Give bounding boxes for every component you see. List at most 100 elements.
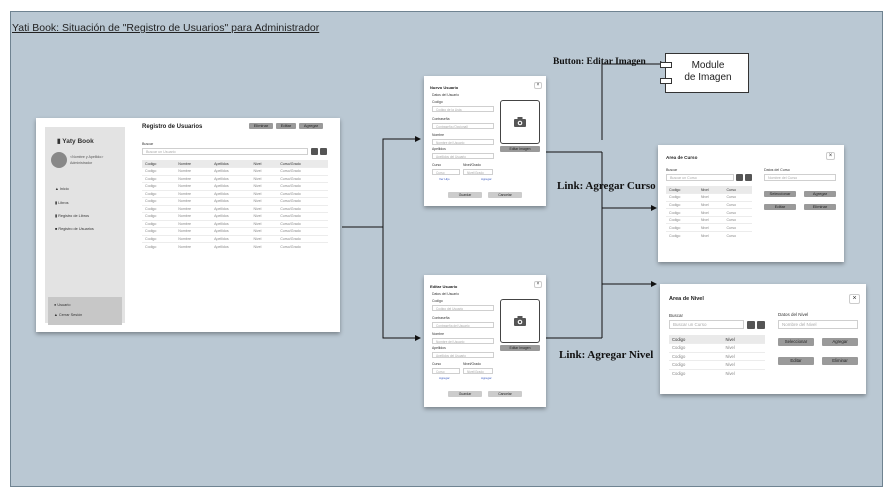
- editar-button[interactable]: Editar: [276, 123, 296, 129]
- field-input[interactable]: Codigo del Usuario: [432, 305, 494, 311]
- editar-imagen-button[interactable]: Editar Imagen: [500, 345, 540, 351]
- table-cell: Nivel: [250, 234, 278, 243]
- guardar-button[interactable]: Guardar: [448, 391, 482, 397]
- agregar-link[interactable]: Agregar: [481, 177, 492, 181]
- table-cell: Codigo: [666, 215, 698, 224]
- sidebar-item-usuario[interactable]: ● Usuario: [54, 303, 70, 307]
- search-input[interactable]: Buscar un Curso: [666, 174, 734, 181]
- curso-select[interactable]: Curso: [432, 368, 460, 374]
- field-input[interactable]: Contraseña del Usuario: [432, 322, 494, 328]
- eliminar-button[interactable]: Eliminar: [822, 357, 858, 365]
- clear-button[interactable]: [320, 148, 327, 155]
- sidebar-item-1[interactable]: ▮ Libros: [55, 200, 69, 205]
- table-cell: Curso/Grado: [277, 212, 328, 220]
- nivel-name-field[interactable]: Nombre del Nivel: [778, 320, 858, 329]
- table-cell: Nivel: [250, 189, 278, 198]
- nivel-select[interactable]: Nivel/Grado: [463, 169, 493, 175]
- agregar-button[interactable]: Agregar: [299, 123, 323, 129]
- agregar-button[interactable]: Agregar: [804, 191, 836, 197]
- field-label: Nombre: [432, 133, 445, 137]
- table-cell: Curso/Grado: [277, 189, 328, 198]
- table-cell: Curso/Grado: [277, 204, 328, 213]
- cancelar-button[interactable]: Cancelar: [488, 192, 522, 198]
- table-cell: Nombre: [175, 219, 212, 228]
- sidebar-item-0[interactable]: ▲ Inicio: [55, 187, 69, 191]
- search-button[interactable]: [736, 174, 743, 181]
- curso-label: Curso: [432, 362, 442, 366]
- field-input[interactable]: Nombre del Usuario: [432, 338, 494, 344]
- guardar-button[interactable]: Guardar: [448, 192, 482, 198]
- agregar-button[interactable]: Agregar: [822, 338, 858, 346]
- table-cell: Apellidos: [211, 234, 251, 243]
- eliminar-button[interactable]: Eliminar: [249, 123, 273, 129]
- main-screen: ▮ Yaty Book <Nombre y Apellido> Administ…: [36, 118, 340, 332]
- table-cell: Codigo: [666, 200, 698, 209]
- search-button[interactable]: [311, 148, 318, 155]
- editar-imagen-button[interactable]: Editar Imagen: [500, 146, 540, 152]
- eliminar-button[interactable]: Eliminar: [804, 204, 836, 210]
- search-input[interactable]: Buscar un Curso: [669, 320, 744, 329]
- table-cell: Curso: [723, 193, 752, 202]
- close-icon[interactable]: ×: [849, 294, 860, 304]
- field-input[interactable]: Apellidos del Usuario: [432, 153, 494, 159]
- sidebar-item-3[interactable]: ■ Registro de Usuarios: [55, 227, 94, 231]
- field-input[interactable]: Codigo de la Lista: [432, 106, 494, 112]
- seleccionar-button[interactable]: Seleccionar: [778, 338, 814, 346]
- dialog-title: Area de Curso: [666, 155, 698, 160]
- editar-button[interactable]: Editar: [764, 204, 796, 210]
- table-cell: Codigo: [142, 197, 176, 205]
- field-input[interactable]: Apellidos del Usuario: [432, 352, 494, 358]
- close-icon[interactable]: ×: [534, 281, 542, 288]
- table-cell: Curso/Grado: [277, 227, 328, 235]
- sidebar-item-label: Inicio: [59, 187, 69, 191]
- table-cell: Nombre: [175, 212, 212, 220]
- clear-button[interactable]: [757, 321, 765, 329]
- nivel-label: Nivel/Grado: [463, 163, 481, 167]
- seleccionar-button[interactable]: Seleccionar: [764, 191, 796, 197]
- close-icon[interactable]: ×: [534, 82, 542, 89]
- field-input[interactable]: Contraseña (Opcional): [432, 123, 494, 129]
- field-input[interactable]: Nombre del Usuario: [432, 139, 494, 145]
- nivel-label: Nivel/Grado: [463, 362, 481, 366]
- table-cell: Nombre: [175, 227, 212, 235]
- sidebar-item-cerrar-sesion[interactable]: ▲ Cerrar Sesión: [54, 313, 82, 317]
- data-label: Datos del Nivel: [778, 312, 809, 317]
- search-input[interactable]: Buscar un Usuario: [142, 148, 308, 155]
- sidebar-item-2[interactable]: ▮ Registro de Libros: [55, 213, 89, 218]
- clear-button[interactable]: [745, 174, 752, 181]
- editar-button[interactable]: Editar: [778, 357, 814, 365]
- nivel-select[interactable]: Nivel/Grado: [463, 368, 493, 374]
- label-editar-imagen: Button: Editar Imagen: [553, 57, 646, 67]
- curso-name-field[interactable]: Nombre del Curso: [764, 174, 836, 181]
- search-button[interactable]: [747, 321, 755, 329]
- agregar-link[interactable]: Agregar: [481, 376, 492, 380]
- curso-select[interactable]: Curso: [432, 169, 460, 175]
- cancelar-button[interactable]: Cancelar: [488, 391, 522, 397]
- close-icon[interactable]: ×: [826, 152, 835, 160]
- table-cell: Codigo: [142, 189, 176, 198]
- link-left[interactable]: Ver Hijo: [439, 177, 450, 181]
- link-left[interactable]: Agregar: [439, 376, 450, 380]
